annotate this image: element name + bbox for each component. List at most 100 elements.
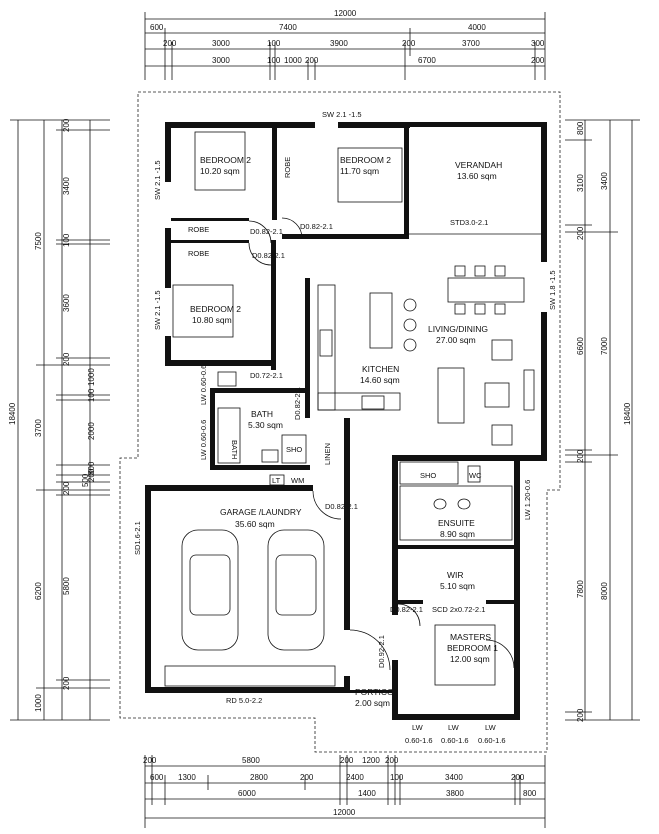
label-sw-top: SW 2.1 -1.5 — [322, 110, 362, 119]
beds — [172, 131, 496, 686]
label-lw-b2: LW — [448, 723, 460, 732]
dim-right-m3: 8000 — [600, 582, 609, 600]
label-door-6: D0.82-2.1 — [390, 605, 423, 614]
dim-right-i4: 6600 — [576, 337, 585, 355]
dim-bot-r2e: 2400 — [346, 773, 364, 782]
label-rd: RD 5.0-2.2 — [226, 696, 262, 705]
label-lw-b2v: 0.60-1.6 — [441, 736, 469, 745]
label-std: STD3.0-2.1 — [450, 218, 488, 227]
label-robe-1: ROBE — [283, 157, 292, 178]
label-door-2: D0.82-2.1 — [300, 222, 333, 231]
dim-top-r2b: 7400 — [279, 23, 297, 32]
dim-top-r4b: 100 — [267, 56, 281, 65]
dim-bot-r3a: 6000 — [238, 789, 256, 798]
label-wm: WM — [291, 476, 304, 485]
dim-bot-r1a: 200 — [143, 756, 157, 765]
label-wc: WC — [469, 471, 482, 480]
dim-bot-total: 12000 — [333, 808, 356, 817]
living-furniture — [437, 265, 535, 446]
room-garage-area: 35.60 sqm — [235, 519, 275, 529]
label-lw-ensuite: LW 1.20-0.6 — [523, 480, 532, 520]
dim-bot-r2c: 2800 — [250, 773, 268, 782]
dim-left-i5: 200 — [62, 352, 71, 366]
dim-top-r4e: 6700 — [418, 56, 436, 65]
dim-left-i1: 200 — [62, 118, 71, 132]
dim-right-i6: 7800 — [576, 580, 585, 598]
room-kitchen-area: 14.60 sqm — [360, 375, 400, 385]
dim-top-r2c: 4000 — [468, 23, 486, 32]
label-linen: LINEN — [323, 443, 332, 465]
room-bed-a-name: BEDROOM 2 — [200, 155, 251, 165]
dim-left-i6: 1000 — [87, 368, 96, 386]
label-lw-b1: LW — [412, 723, 424, 732]
room-bed-b-area: 11.70 sqm — [340, 166, 379, 176]
dim-bot-r3b: 1400 — [358, 789, 376, 798]
label-bath-tub: BATH — [230, 440, 239, 459]
label-lt: LT — [272, 476, 281, 485]
dim-left-i8: 2000 — [87, 422, 96, 440]
label-lw-b3: LW — [485, 723, 497, 732]
ensuite-fixtures — [217, 371, 513, 541]
dim-left-i13: 200 — [62, 676, 71, 690]
dim-bot-r2d: 200 — [300, 773, 314, 782]
dim-top-total: 12000 — [334, 9, 357, 18]
room-master-name2: BEDROOM 1 — [447, 643, 498, 653]
dim-bot-r1b: 5800 — [242, 756, 260, 765]
room-bed-a-area: 10.20 sqm — [200, 166, 240, 176]
dim-right-i1: 800 — [576, 121, 585, 135]
label-robe-2: ROBE — [188, 225, 209, 234]
dim-bot-r3c: 3800 — [446, 789, 464, 798]
dim-left-total: 18400 — [8, 402, 17, 425]
room-labels: BEDROOM 2 10.20 sqm BEDROOM 2 11.70 sqm … — [190, 155, 502, 708]
dim-top-r4c: 1000 — [284, 56, 302, 65]
bottom-dimensions: 200 5800 200 1200 200 600 1300 2800 200 … — [143, 755, 546, 828]
top-dimensions: 12000 600 7400 4000 200 3000 100 3900 20… — [144, 9, 546, 80]
room-bed-c-name: BEDROOM 2 — [190, 304, 241, 314]
dim-right-total: 18400 — [623, 402, 632, 425]
label-door-8: D0.92-2.1 — [377, 635, 386, 668]
dim-right-i7: 200 — [576, 708, 585, 722]
dim-bot-r1c: 200 — [340, 756, 354, 765]
dim-left-i7: 100 — [87, 388, 96, 402]
room-portico-area: 2.00 sqm — [355, 698, 390, 708]
label-sw-right: SW 1.8 -1.5 — [548, 270, 557, 310]
room-bed-c-area: 10.80 sqm — [192, 315, 232, 325]
eave-outline — [119, 91, 561, 753]
label-door-1: D0.82-2.1 — [250, 227, 283, 236]
dim-right-i3: 200 — [576, 226, 585, 240]
dim-top-r4a: 3000 — [212, 56, 230, 65]
dim-left-m3: 6200 — [34, 582, 43, 600]
dim-right-m2: 7000 — [600, 337, 609, 355]
dim-top-r3g: 300 — [531, 39, 545, 48]
dim-top-r3e: 200 — [402, 39, 416, 48]
dim-top-r2a: 600 — [150, 23, 164, 32]
dim-bot-r1e: 200 — [385, 756, 399, 765]
label-lw-b1v: 0.60-1.6 — [405, 736, 433, 745]
walls — [145, 122, 547, 720]
room-verandah-name: VERANDAH — [455, 160, 502, 170]
room-bath-name: BATH — [251, 409, 273, 419]
dim-bot-r2b: 1300 — [178, 773, 196, 782]
dim-bot-r2g: 3400 — [445, 773, 463, 782]
dim-left-m2: 3700 — [34, 419, 43, 437]
room-garage-name: GARAGE /LAUNDRY — [220, 507, 302, 517]
dim-bot-r2a: 600 — [150, 773, 164, 782]
kitchen-fixtures — [317, 284, 417, 411]
dim-right-m1: 3400 — [600, 172, 609, 190]
label-door-5: D0.82-2.1 — [325, 502, 358, 511]
dim-bot-r1d: 1200 — [362, 756, 380, 765]
label-lw-2: LW 0.60-0.6 — [199, 420, 208, 460]
dim-bot-r2h: 200 — [511, 773, 525, 782]
left-dimensions: 18400 7500 3700 6200 1000 200 3400 100 3… — [8, 118, 110, 721]
dim-top-r3c: 100 — [267, 39, 281, 48]
label-lw-1: LW 0.60-0.6 — [199, 365, 208, 405]
room-ensuite-name: ENSUITE — [438, 518, 475, 528]
dim-top-r3a: 200 — [163, 39, 177, 48]
label-sho-2: SHO — [420, 471, 436, 480]
dim-left-i3: 100 — [62, 233, 71, 247]
room-wir-name: WIR — [447, 570, 464, 580]
label-door-4: D0.72-2.1 — [250, 371, 283, 380]
label-sw-left-2: SW 2.1 -1.5 — [153, 290, 162, 330]
label-lw-b3v: 0.60-1.6 — [478, 736, 506, 745]
